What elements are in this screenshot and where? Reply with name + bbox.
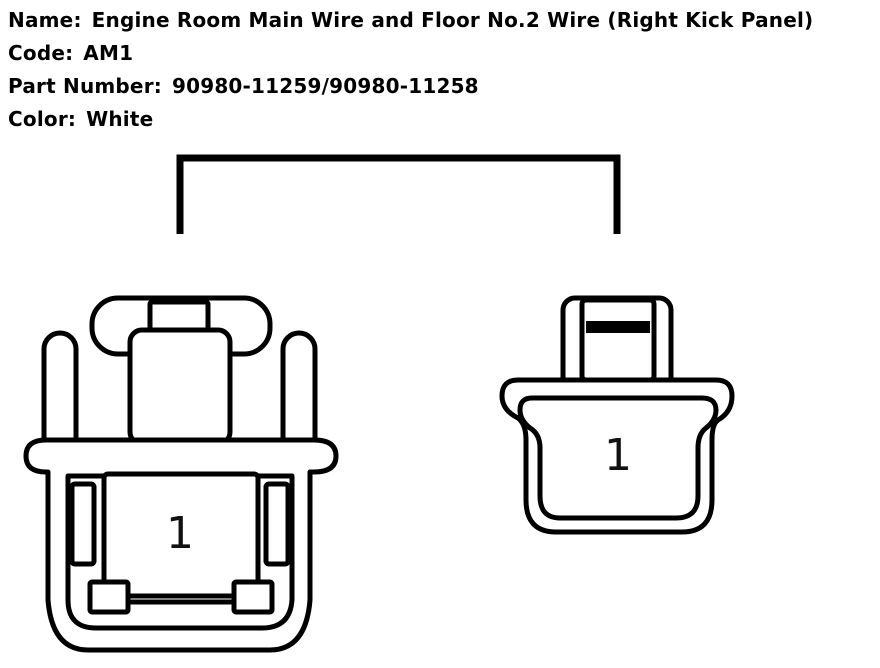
terminal-cavity <box>101 471 261 605</box>
code-row: Code: AM1 <box>8 37 876 70</box>
left-groove <box>69 481 97 567</box>
latch-bar <box>586 321 650 333</box>
name-value: Engine Room Main Wire and Floor No.2 Wir… <box>91 8 814 32</box>
lock-block <box>127 327 233 447</box>
name-row: Name: Engine Room Main Wire and Floor No.… <box>8 4 876 37</box>
right-lug <box>231 579 275 615</box>
part-number-value: 90980-11259/90980-11258 <box>171 74 479 98</box>
right-housing-inner <box>517 395 719 521</box>
color-row: Color: White <box>8 103 876 136</box>
right-pin-number: 1 <box>604 430 632 481</box>
left-connector <box>23 295 339 653</box>
right-groove <box>263 481 291 567</box>
release-tab-window <box>147 299 211 333</box>
color-value: White <box>86 107 154 131</box>
connector-info: Name: Engine Room Main Wire and Floor No.… <box>8 4 876 136</box>
code-value: AM1 <box>83 41 134 65</box>
left-pin-number: 1 <box>166 508 194 559</box>
right-connector <box>499 295 735 535</box>
latch-tower-inner <box>579 297 657 383</box>
name-label: Name: <box>8 8 82 32</box>
part-number-row: Part Number: 90980-11259/90980-11258 <box>8 70 876 103</box>
mating-bracket <box>176 154 621 234</box>
part-number-label: Part Number: <box>8 74 162 98</box>
left-lug <box>87 579 131 615</box>
color-label: Color: <box>8 107 77 131</box>
code-label: Code: <box>8 41 74 65</box>
